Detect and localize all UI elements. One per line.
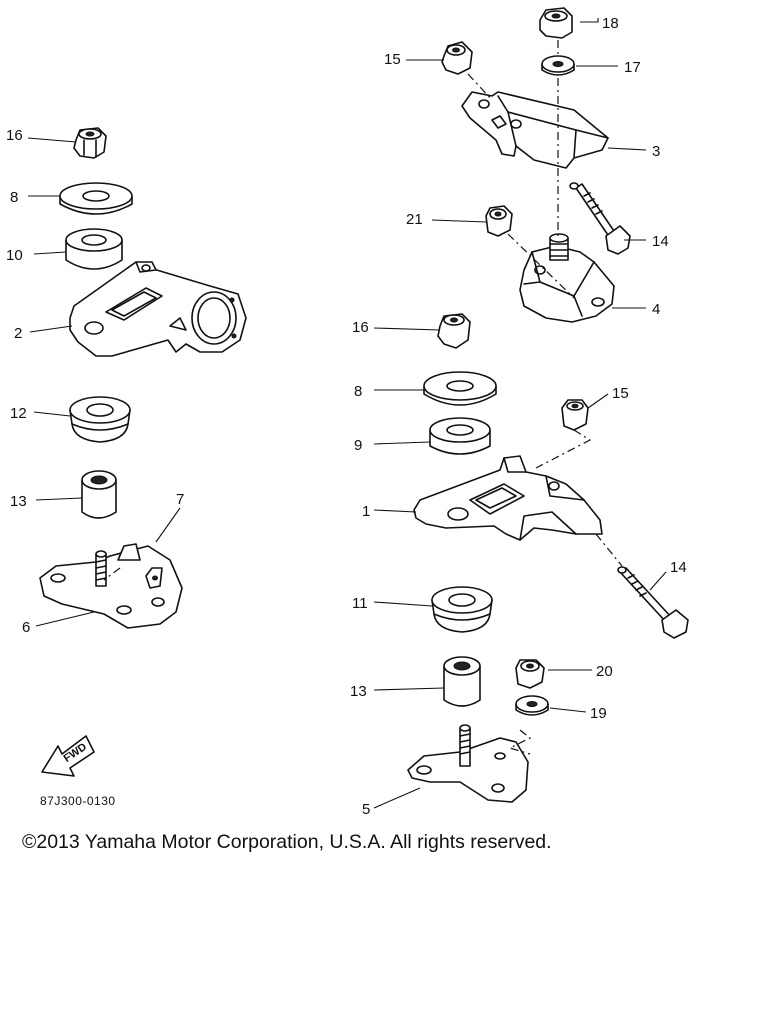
- part-9-bushing: [429, 417, 491, 455]
- callout-21: 21: [406, 211, 423, 228]
- callout-8-left: 8: [10, 189, 18, 206]
- callout-6: 6: [22, 619, 30, 636]
- callout-15-right: 15: [612, 385, 629, 402]
- assembly-lines: [103, 40, 623, 755]
- part-18-nut: [539, 7, 573, 39]
- part-17-washer: [541, 55, 575, 76]
- part-11-grommet: [431, 586, 493, 633]
- callout-13-right: 13: [350, 683, 367, 700]
- callout-numbers: 16 8 10 2 12 13 6 7 15 18 17 3 21 14 4 1…: [6, 15, 687, 818]
- callout-18: 18: [602, 15, 619, 32]
- part-16-nut-left: [73, 127, 107, 159]
- part-21-nut: [485, 205, 513, 237]
- part-6-lower-plate-left: [39, 545, 183, 629]
- callout-leaders: [27, 18, 667, 809]
- callout-4: 4: [652, 301, 660, 318]
- callout-16-right: 16: [352, 319, 369, 336]
- part-4-engine-mount: [519, 233, 615, 323]
- part-12-grommet: [69, 396, 131, 443]
- part-14-bolt-upper: [569, 182, 631, 255]
- fwd-arrow-icon: FWD: [41, 735, 95, 777]
- callout-1: 1: [362, 503, 370, 520]
- part-15-nut-right: [561, 399, 589, 431]
- part-10-bushing-left: [65, 228, 123, 270]
- part-14-bolt-lower: [617, 566, 689, 639]
- part-19-washer: [515, 695, 549, 716]
- callout-10: 10: [6, 247, 23, 264]
- callout-19: 19: [590, 705, 607, 722]
- part-1-main-bracket: [413, 455, 603, 541]
- part-8-washer-right: [423, 371, 497, 406]
- callout-17: 17: [624, 59, 641, 76]
- callout-11: 11: [352, 595, 368, 612]
- part-5-lower-plate-right: [407, 724, 529, 803]
- part-7-clip: [117, 543, 163, 589]
- part-2-bracket-left: [69, 261, 247, 357]
- callout-2: 2: [14, 325, 22, 342]
- callout-14-lower: 14: [670, 559, 687, 576]
- callout-13-left: 13: [10, 493, 27, 510]
- part-3-upper-bracket: [461, 91, 609, 169]
- callout-7: 7: [176, 491, 184, 508]
- callout-14-upper: 14: [652, 233, 669, 250]
- copyright-notice: ©2013 Yamaha Motor Corporation, U.S.A. A…: [22, 831, 552, 853]
- part-13-collar-right: [443, 656, 481, 707]
- callout-20: 20: [596, 663, 613, 680]
- part-15-nut-top: [441, 41, 473, 75]
- callout-5: 5: [362, 801, 370, 818]
- callout-9: 9: [354, 437, 362, 454]
- drawing-code: 87J300-0130: [40, 794, 116, 808]
- part-20-nut: [515, 659, 545, 689]
- part-16-nut-right: [437, 313, 471, 349]
- callout-15-top: 15: [384, 51, 401, 68]
- callout-3: 3: [652, 143, 660, 160]
- callout-8-right: 8: [354, 383, 362, 400]
- part-8-washer-left: [59, 182, 133, 215]
- callout-12: 12: [10, 405, 27, 422]
- callout-16-left: 16: [6, 127, 23, 144]
- part-13-collar-left: [81, 470, 117, 519]
